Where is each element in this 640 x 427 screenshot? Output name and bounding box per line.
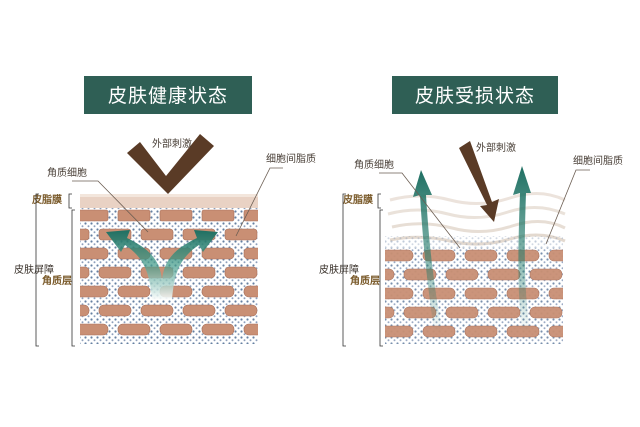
corneocyte-cell (80, 209, 109, 222)
corneocyte-cell (385, 306, 395, 319)
corneocyte-cell (117, 323, 151, 336)
corneocyte-cell (98, 266, 132, 279)
corneocyte-cell (464, 249, 498, 262)
corneocyte-cell (224, 228, 258, 241)
bracket-sebum-film (68, 193, 72, 209)
bracket-stratum (379, 209, 383, 347)
bracket-barrier (342, 193, 346, 347)
corneocyte-cell (140, 228, 174, 241)
label-lipid: 细胞间脂质 (266, 152, 316, 165)
corneocyte-cell (385, 325, 414, 338)
corneocyte-cell (80, 304, 90, 317)
corneocyte-cell (487, 306, 521, 319)
corneocyte-cell (140, 304, 174, 317)
corneocyte-cell (182, 266, 216, 279)
corneocyte-cell (487, 268, 521, 281)
corneocyte-cell (201, 209, 235, 222)
corneocyte-cell (422, 287, 456, 300)
label-stimulus: 外部刺激 (476, 141, 516, 154)
corneocyte-cell (445, 306, 479, 319)
moisture-retention-arrow (106, 230, 218, 300)
panel-healthy: 皮肤健康状态 外部刺激 角质细胞 细胞间脂质 皮脂膜 皮肤屏障 角 (14, 76, 316, 347)
panel-title-bg (392, 76, 558, 114)
corneocyte-cell (243, 209, 258, 222)
label-sebum-film: 皮脂膜 (342, 193, 373, 206)
corneocyte-cell (529, 268, 563, 281)
leader-corneocyte (72, 180, 149, 233)
corneocyte-cell (224, 266, 258, 279)
sebum-film-layer (80, 196, 258, 208)
label-corneocyte: 角质细胞 (354, 158, 394, 171)
bracket-stratum (71, 209, 75, 347)
panel-title: 皮肤健康状态 (108, 85, 228, 107)
label-corneocyte: 角质细胞 (47, 166, 87, 179)
leader-corneocyte (379, 172, 461, 249)
label-stimulus: 外部刺激 (152, 137, 192, 150)
corneocyte-cell (117, 285, 151, 298)
skin-block (80, 194, 258, 344)
corneocyte-cell (243, 247, 258, 260)
corneocyte-cell (159, 209, 193, 222)
corneocyte-cell (80, 323, 109, 336)
skin-block (385, 192, 566, 344)
corneocyte-cell (201, 247, 235, 260)
label-barrier: 皮肤屏障 (319, 263, 359, 276)
corneocyte-cell (224, 304, 258, 317)
corneocyte-cell (548, 287, 563, 300)
corneocyte-cell (445, 268, 479, 281)
panel-title-bg (84, 76, 252, 114)
corneocyte-cell (201, 285, 235, 298)
label-stratum: 角质层 (42, 274, 72, 287)
corneocyte-cell (464, 325, 498, 338)
external-stimulus-arrow (127, 134, 214, 194)
corneocyte-cell (243, 285, 258, 298)
corneocyte-cell (243, 323, 258, 336)
corneocyte-cell (182, 304, 216, 317)
leader-lipid (545, 169, 590, 245)
corneocyte-cell (117, 209, 151, 222)
corneocyte-cell (159, 323, 193, 336)
bracket-sebum-film (377, 193, 381, 209)
corneocyte-cell (548, 249, 563, 262)
label-lipid: 细胞间脂质 (573, 154, 623, 167)
corneocyte-cell (80, 285, 109, 298)
corneocyte-cell (201, 323, 235, 336)
label-barrier: 皮肤屏障 (14, 263, 54, 276)
bracket-barrier (35, 193, 39, 347)
corneocyte-cell (80, 228, 90, 241)
panel-title: 皮肤受损状态 (415, 85, 535, 107)
corneocyte-cell (80, 247, 109, 260)
label-stratum: 角质层 (350, 274, 380, 287)
corneocyte-cell (385, 249, 414, 262)
label-sebum-film: 皮脂膜 (31, 193, 62, 206)
corneocyte-cell (385, 287, 414, 300)
corneocyte-cell (464, 287, 498, 300)
corneocyte-cell (548, 325, 563, 338)
corneocyte-cells (80, 209, 258, 336)
leader-lipid (235, 167, 283, 237)
corneocyte-cell (98, 304, 132, 317)
corneocyte-cell (80, 266, 90, 279)
moisture-loss-arrow (413, 166, 531, 332)
corneocyte-cell (529, 306, 563, 319)
external-stimulus-arrow (459, 141, 499, 222)
panel-damaged: 皮肤受损状态 外部刺激 角质细胞 细胞间脂质 (319, 76, 623, 347)
corneocyte-cell (385, 268, 395, 281)
